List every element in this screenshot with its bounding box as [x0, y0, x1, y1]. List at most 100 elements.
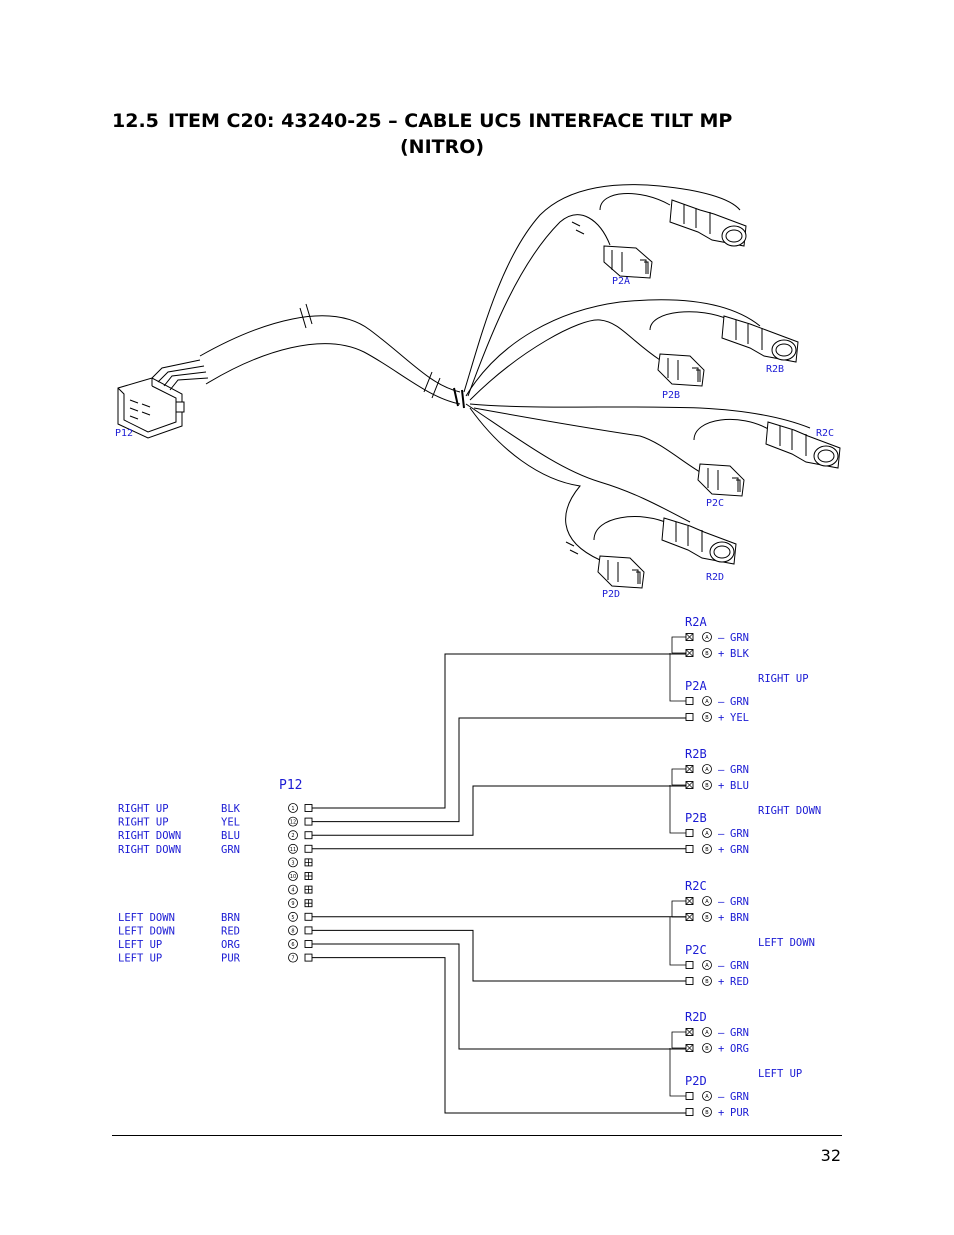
p12-row-wire-color: ORG	[221, 939, 240, 951]
pin-wire-color: GRN	[730, 844, 749, 856]
r2a-connector	[669, 199, 747, 247]
p12-row-wire-color: GRN	[221, 844, 240, 856]
pin-letter: A	[705, 1094, 709, 1100]
pin-sign: +	[718, 844, 724, 856]
pin-wire-color: GRN	[730, 632, 749, 644]
p12-pin-number: 6	[291, 942, 294, 948]
pin-letter: A	[705, 963, 709, 969]
p12-row-function: LEFT UP	[118, 939, 162, 951]
page-number: 32	[820, 1146, 841, 1165]
p12-row-wire-color: BLK	[221, 803, 241, 815]
connector-terminal	[685, 1092, 694, 1100]
pin-wire-color: GRN	[730, 1027, 749, 1039]
footer-rule	[112, 1135, 842, 1136]
pin-wire-color: GRN	[730, 896, 749, 908]
terminal-cross	[685, 913, 694, 921]
pin-wire-color: GRN	[730, 764, 749, 776]
harness-wire	[312, 785, 686, 836]
p12-pin-number: 8	[291, 928, 294, 934]
terminal-cross	[685, 897, 694, 905]
pin-sign: –	[718, 632, 725, 644]
p12-row-function: RIGHT DOWN	[118, 830, 181, 842]
p12-pin-terminal	[304, 804, 313, 812]
ground-wire	[669, 653, 686, 702]
pin-letter: B	[705, 715, 709, 721]
illus-label-p2b: P2B	[662, 390, 680, 401]
plug-cross	[305, 886, 312, 894]
pin-sign: –	[718, 1027, 725, 1039]
pin-circle	[702, 976, 712, 986]
p12-row-wire-color: RED	[221, 925, 240, 937]
section-title-line2: (NITRO)	[400, 136, 485, 158]
pin-sign: –	[718, 828, 725, 840]
pin-sign: –	[718, 1091, 725, 1103]
p-connector-label: P2B	[685, 811, 707, 825]
pin-circle	[702, 780, 712, 790]
p12-pin-circle	[288, 925, 298, 936]
terminal-cross	[685, 649, 694, 657]
pin-circle	[702, 712, 712, 722]
p12-row-wire-color: YEL	[221, 817, 240, 829]
pin-circle	[702, 1091, 712, 1101]
p12-row-function: LEFT DOWN	[118, 925, 175, 937]
harness-wire	[312, 653, 686, 809]
pin-letter: B	[705, 1046, 709, 1052]
terminal-cross	[685, 781, 694, 789]
p12-row-wire-color: BLU	[221, 830, 240, 842]
terminal-cross	[685, 633, 694, 641]
p12-pin-terminal	[304, 817, 313, 826]
r2d-connector	[661, 517, 737, 565]
pin-sign: +	[718, 712, 724, 724]
p12-pin-number: 4	[291, 888, 294, 894]
harness-wire	[312, 957, 686, 1114]
p12-connector	[117, 359, 209, 439]
connector-terminal	[685, 713, 694, 721]
pin-circle	[702, 764, 712, 774]
plug-cross	[305, 858, 312, 866]
p12-pin-circle	[288, 803, 298, 813]
pin-letter: A	[705, 699, 709, 705]
p-connector-label: P2A	[685, 679, 707, 693]
pin-sign: +	[718, 780, 724, 792]
p12-row-function: LEFT UP	[118, 953, 162, 965]
pin-wire-color: PUR	[730, 1107, 750, 1119]
p12-pin-number: 9	[291, 901, 294, 907]
pin-sign: –	[718, 764, 725, 776]
p12-pin-terminal	[304, 953, 313, 962]
r-connector-label: R2D	[685, 1010, 707, 1024]
connector-terminal	[685, 697, 694, 705]
p12-pin-circle	[288, 911, 298, 922]
p2a-connector	[603, 245, 653, 279]
p12-pin-terminal	[304, 940, 313, 948]
pin-circle	[702, 828, 712, 838]
pin-circle	[702, 912, 712, 922]
pin-letter: A	[705, 635, 709, 641]
p12-pin-number: 3	[291, 860, 294, 866]
p12-pin-circle	[288, 843, 298, 854]
jumper-wire	[671, 1031, 686, 1049]
pin-letter: A	[705, 767, 709, 773]
function-label: LEFT UP	[758, 1068, 802, 1080]
p12-pin-number: 10	[290, 874, 296, 880]
p12-pin-terminal	[304, 831, 313, 840]
pin-wire-color: GRN	[730, 696, 749, 708]
pin-sign: –	[718, 896, 725, 908]
connector-terminal	[685, 845, 694, 853]
p12-pin-number: 7	[291, 956, 294, 962]
p12-row-function: RIGHT UP	[118, 817, 169, 829]
terminal-cross	[685, 1028, 694, 1036]
pin-letter: B	[705, 979, 709, 985]
pin-wire-color: BLU	[730, 780, 749, 792]
pin-wire-color: ORG	[730, 1043, 749, 1055]
pin-circle	[702, 1027, 712, 1037]
plug-cross	[305, 899, 312, 907]
pin-sign: +	[718, 1043, 724, 1055]
p2d-connector	[597, 555, 645, 589]
illus-label-r2b: R2B	[766, 364, 784, 375]
p12-pin-circle	[288, 939, 298, 949]
section-title-line1: ITEM C20: 43240-25 – CABLE UC5 INTERFACE…	[168, 110, 733, 132]
pin-circle	[702, 960, 712, 970]
pin-circle	[702, 632, 712, 642]
